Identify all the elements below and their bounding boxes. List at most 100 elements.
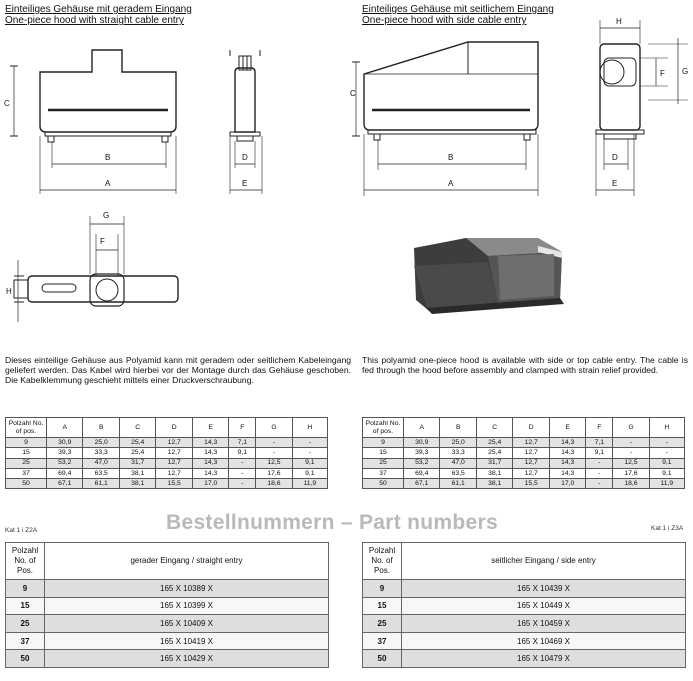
straight-hood-drawing: C B A D E G F H <box>4 49 263 322</box>
dim-column-header: E <box>548 417 587 438</box>
side-dim-label-g: G <box>682 67 688 76</box>
dim-cell: 38,1 <box>118 467 157 480</box>
dim-column-header: G <box>612 417 650 438</box>
part-numbers-table-straight: Polzahl No. of Pos. gerader Eingang / st… <box>5 542 329 668</box>
dim-column-header: C <box>475 417 514 438</box>
part-number-cell: 165 X 10479 X <box>401 649 686 668</box>
dim-cell: 33,3 <box>439 447 477 459</box>
pos-cell: 25 <box>362 457 404 469</box>
dim-cell: 14,3 <box>548 436 587 449</box>
part-number-cell: 165 X 10399 X <box>44 596 329 616</box>
dim-cell: 12,7 <box>155 447 193 459</box>
dim-label-g: G <box>103 211 109 220</box>
part-number-cell: 165 X 10449 X <box>401 596 686 616</box>
dim-column-header: G <box>255 417 293 438</box>
dim-cell: 12,7 <box>512 457 550 469</box>
pos-cell: 25 <box>5 614 45 633</box>
catalog-ref-right: Kat 1 i Z3A <box>651 525 684 532</box>
dim-cell: - <box>228 467 257 480</box>
dim-label-d: D <box>242 153 248 162</box>
pos-cell: 37 <box>362 631 402 651</box>
dim-cell: 14,3 <box>191 447 230 459</box>
dim-cell: 14,3 <box>191 457 230 469</box>
dim-cell: 31,7 <box>118 457 157 469</box>
dim-cell: 7,1 <box>585 436 614 449</box>
dim-cell: 14,3 <box>191 436 230 449</box>
dim-column-header: F <box>228 417 257 438</box>
dim-cell: 12,7 <box>512 467 550 480</box>
dim-cell: 18,6 <box>612 478 650 490</box>
dim-column-header: F <box>585 417 614 438</box>
dim-cell: 53,2 <box>45 457 84 469</box>
side-dim-label-h: H <box>616 17 622 26</box>
pos-cell: 15 <box>362 447 404 459</box>
dim-cell: 12,5 <box>255 457 293 469</box>
heading-side-en: One-piece hood with side cable entry <box>362 15 527 26</box>
dim-cell: 12,5 <box>612 457 650 469</box>
dim-cell: 14,3 <box>548 467 587 480</box>
dim-cell: 33,3 <box>82 447 120 459</box>
dim-column-header: D <box>155 417 193 438</box>
dim-cell: 12,7 <box>155 436 193 449</box>
side-dim-label-c: C <box>350 89 356 98</box>
part-number-cell: 165 X 10459 X <box>401 614 686 633</box>
dim-cell: 9,1 <box>585 447 614 459</box>
side-dim-label-a: A <box>448 179 454 188</box>
pos-cell: 37 <box>5 467 47 480</box>
pos-cell: 37 <box>5 631 45 651</box>
dim-cell: - <box>648 436 686 449</box>
dim-cell: - <box>612 447 650 459</box>
pos-cell: 25 <box>362 614 402 633</box>
dim-cell: - <box>228 457 257 469</box>
dim-column-header: D <box>512 417 550 438</box>
dim-cell: 7,1 <box>228 436 257 449</box>
dim-cell: 61,1 <box>439 478 477 490</box>
pos-header: Polzahl No. of pos. <box>362 417 404 438</box>
dim-cell: 67,1 <box>402 478 441 490</box>
part-number-cell: 165 X 10409 X <box>44 614 329 633</box>
dim-cell: 15,5 <box>155 478 193 490</box>
dim-cell: 69,4 <box>45 467 84 480</box>
dim-cell: 15,5 <box>512 478 550 490</box>
dim-column-header: C <box>118 417 157 438</box>
dim-cell: - <box>291 436 329 449</box>
dim-label-h: H <box>6 287 12 296</box>
straight-entry-header: gerader Eingang / straight entry <box>44 542 329 580</box>
dim-cell: 11,9 <box>648 478 686 490</box>
dim-cell: 17,0 <box>548 478 587 490</box>
dim-cell: 25,4 <box>118 447 157 459</box>
dim-column-header: A <box>402 417 441 438</box>
part-number-cell: 165 X 10469 X <box>401 631 686 651</box>
pos-cell: 50 <box>362 478 404 490</box>
side-dim-label-b: B <box>448 153 453 162</box>
pos-header: Polzahl No. of Pos. <box>5 542 45 580</box>
dim-cell: - <box>648 447 686 459</box>
dim-cell: 39,3 <box>402 447 441 459</box>
dim-label-c: C <box>4 99 10 108</box>
side-dim-label-d: D <box>612 153 618 162</box>
pos-cell: 25 <box>5 457 47 469</box>
dim-cell: 47,0 <box>82 457 120 469</box>
part-numbers-table-side: Polzahl No. of Pos. seitlicher Eingang /… <box>362 542 686 668</box>
dim-cell: - <box>228 478 257 490</box>
dim-cell: - <box>255 447 293 459</box>
dim-label-b: B <box>105 153 110 162</box>
dim-cell: 31,7 <box>475 457 514 469</box>
dim-cell: 25,4 <box>475 436 514 449</box>
dim-cell: 69,4 <box>402 467 441 480</box>
dim-cell: - <box>585 478 614 490</box>
dim-cell: 12,7 <box>155 467 193 480</box>
dim-cell: 25,0 <box>82 436 120 449</box>
